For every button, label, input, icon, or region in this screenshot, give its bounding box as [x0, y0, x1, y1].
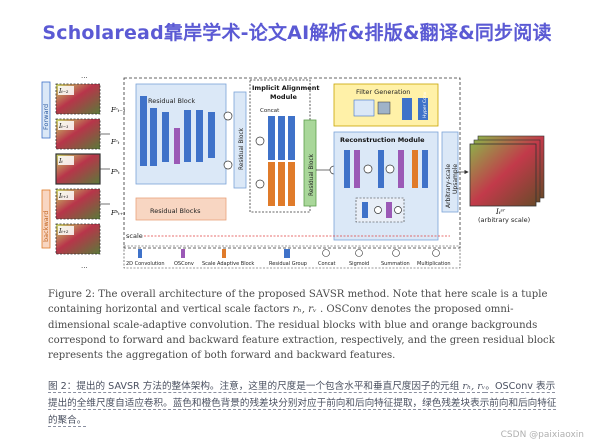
caption-en-part2: . OSConv denotes the proposed omni-dimen… — [48, 304, 555, 362]
filter-generation-label: Filter Generation — [356, 88, 410, 96]
backward-bar — [41, 189, 51, 249]
backward-label: backward — [42, 211, 50, 242]
legend-concat: Concat — [318, 261, 336, 267]
feat-f-prev: Fᶜₜ₋₁ — [110, 106, 125, 114]
feat-b-now: Fᵇₜ — [110, 168, 120, 176]
legend-items: 2D Convolution OSConv Scale Adaptive Blo… — [126, 249, 451, 267]
output-image — [469, 143, 537, 207]
concat-label: Concat — [260, 108, 280, 114]
caption-cn-part1: 图 2：提出的 SAVSR 方法的整体架构。注意，这里的尺度是一个包含水平和垂直… — [48, 381, 463, 393]
feat-f-now: Fᶜₜ — [110, 138, 120, 146]
frame-label-5: Iₜ₊₂ — [58, 228, 69, 235]
reconstruction-label: Reconstruction Module — [340, 136, 425, 144]
arbitrary-scale-label: (arbitrary scale) — [478, 216, 530, 224]
forward-bar — [41, 81, 51, 139]
frame-2 — [55, 118, 101, 150]
frame-label-3: Iₜ — [58, 158, 63, 165]
output-label: Iₜˢʳ — [495, 208, 506, 216]
scale-label: scale — [126, 232, 143, 240]
residual-block-backward — [135, 197, 227, 221]
implicit-title-2: Module — [270, 93, 297, 101]
frame-label-4: Iₜ₊₁ — [58, 193, 68, 200]
residual-block-top-label: Residual Block — [148, 97, 195, 105]
ellipsis-top: ... — [81, 72, 88, 80]
ellipsis-bottom: ... — [81, 262, 88, 270]
upsample-label-2: Upsample — [452, 164, 459, 194]
frame-label-2: Iₜ₋₁ — [58, 123, 68, 130]
main-container — [123, 77, 461, 249]
vert-residual-green-label: Residual Block — [309, 153, 315, 196]
legend-residual-group: Residual Group — [269, 261, 307, 267]
input-frames: Iₜ₋₂ Iₜ₋₁ Iₜ Iₜ₊₁ Iₜ₊₂ — [55, 83, 101, 255]
vert-residual-blue — [233, 91, 247, 189]
caption-cn-math: rₕ, rᵥ — [462, 381, 486, 393]
caption-cn-part2: 。OSConv 表示提出的全维尺度自适应卷积。蓝色和橙色背景的残差块分别对应于前… — [48, 381, 557, 427]
banner-title: Scholaread靠岸学术-论文AI解析&排版&翻译&同步阅读 — [42, 22, 552, 44]
legend-summation: Summation — [381, 261, 410, 267]
caption-en-math: rₕ, rᵥ — [292, 304, 317, 316]
legend-multiplication: Multiplication — [417, 261, 451, 267]
caption-chinese: 图 2：提出的 SAVSR 方法的整体架构。注意，这里的尺度是一个包含水平和垂直… — [48, 378, 564, 429]
watermark: CSDN @paixiaoxin — [500, 430, 584, 440]
residual-block-green — [303, 119, 317, 207]
legend-sigmoid: Sigmoid — [349, 261, 369, 267]
legend-osconv: OSConv — [174, 261, 194, 267]
caption-english: Figure 2: The overall architecture of th… — [48, 287, 560, 363]
vert-residual-blue-label: Residual Block — [239, 127, 245, 170]
legend-scale-adaptive: Scale Adaptive Block — [202, 261, 254, 267]
hyper-conv-label: Hyper Conv — [422, 91, 428, 118]
architecture-diagram: ... ... Forward backward Iₜ₋₂ Iₜ₋₁ Iₜ Iₜ… — [41, 72, 545, 270]
frame-label-1: Iₜ₋₂ — [58, 88, 69, 95]
residual-block-bottom-label: Residual Blocks — [150, 207, 201, 215]
legend-box — [123, 245, 461, 269]
forward-label: Forward — [42, 104, 50, 130]
legend-2d-conv: 2D Convolution — [126, 261, 165, 267]
feat-b-next: Fᵇₜ₊₁ — [110, 209, 126, 217]
upsample-label-1: Arbitrary-scale — [445, 164, 452, 208]
caption-en-part1: Figure 2: The overall architecture of th… — [48, 289, 548, 316]
implicit-title-1: Implicit Alignment — [252, 84, 319, 92]
